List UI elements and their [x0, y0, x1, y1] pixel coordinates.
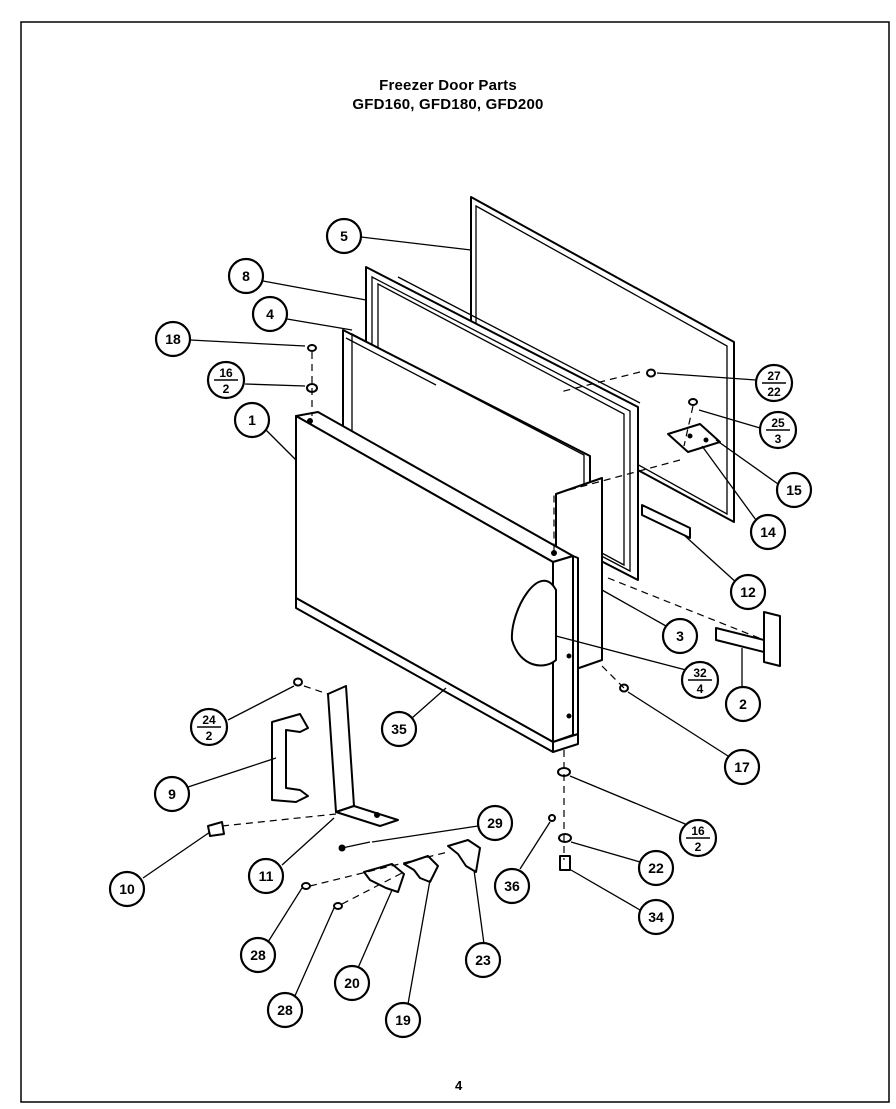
page-border [20, 21, 890, 1103]
svg-text:16: 16 [219, 366, 233, 380]
callout-16-2-top: 16 2 [206, 360, 246, 400]
svg-text:27: 27 [767, 369, 781, 383]
callout-34: 34 [637, 898, 675, 936]
callout-32-4: 32 4 [680, 660, 720, 700]
part-trim-35 [295, 597, 579, 753]
svg-text:2: 2 [739, 696, 747, 712]
leader-lines [142, 236, 779, 1005]
svg-text:1: 1 [248, 412, 256, 428]
svg-text:28: 28 [277, 1002, 293, 1018]
svg-text:17: 17 [734, 759, 750, 775]
svg-text:15: 15 [786, 482, 802, 498]
callout-23: 23 [464, 941, 502, 979]
svg-text:3: 3 [676, 628, 684, 644]
callout-5: 5 [325, 217, 363, 255]
callout-25-3: 25 3 [758, 410, 798, 450]
svg-text:4: 4 [266, 306, 274, 322]
fasteners [293, 344, 698, 910]
callout-11: 11 [247, 857, 285, 895]
svg-text:5: 5 [340, 228, 348, 244]
page-title: Freezer Door Parts GFD160, GFD180, GFD20… [0, 76, 896, 114]
callout-29: 29 [476, 804, 514, 842]
callout-20: 20 [333, 964, 371, 1002]
part-gasket-5 [470, 196, 735, 523]
part-handle-32 [510, 579, 557, 667]
svg-text:28: 28 [250, 947, 266, 963]
part-screw-29 [338, 841, 371, 852]
svg-text:29: 29 [487, 815, 503, 831]
callout-9: 9 [153, 775, 191, 813]
callout-15: 15 [775, 471, 813, 509]
svg-text:18: 18 [165, 331, 181, 347]
callout-27-22: 27 22 [754, 363, 794, 403]
part-bracket-12 [641, 504, 691, 539]
svg-text:2: 2 [206, 729, 213, 743]
callout-17: 17 [723, 748, 761, 786]
svg-text:24: 24 [202, 713, 216, 727]
svg-text:32: 32 [693, 666, 707, 680]
part-hinge-15 [667, 423, 721, 453]
svg-text:34: 34 [648, 909, 664, 925]
callout-28-b: 28 [266, 991, 304, 1029]
callout-35: 35 [380, 710, 418, 748]
callout-18: 18 [154, 320, 192, 358]
svg-text:35: 35 [391, 721, 407, 737]
svg-text:22: 22 [648, 860, 664, 876]
callout-28-a: 28 [239, 936, 277, 974]
svg-text:3: 3 [775, 432, 782, 446]
callout-12: 12 [729, 573, 767, 611]
svg-text:11: 11 [259, 868, 274, 884]
callout-8: 8 [227, 257, 265, 295]
callout-14: 14 [749, 513, 787, 551]
svg-text:16: 16 [691, 824, 705, 838]
part-bracket-9 [271, 713, 309, 803]
callout-2: 2 [724, 685, 762, 723]
svg-text:25: 25 [771, 416, 785, 430]
svg-text:14: 14 [760, 524, 776, 540]
part-cap-10 [207, 821, 225, 837]
page-number: 4 [455, 1078, 463, 1093]
callout-24-2: 24 2 [189, 707, 229, 747]
callout-22: 22 [637, 849, 675, 887]
svg-text:22: 22 [767, 385, 781, 399]
assembly-lines [221, 352, 765, 905]
part-door-panel-1 [295, 411, 579, 743]
svg-text:2: 2 [695, 840, 702, 854]
svg-text:4: 4 [697, 682, 704, 696]
svg-text:10: 10 [119, 881, 135, 897]
svg-text:23: 23 [475, 952, 491, 968]
svg-text:20: 20 [344, 975, 360, 991]
callout-4: 4 [251, 295, 289, 333]
callout-36: 36 [493, 867, 531, 905]
svg-text:36: 36 [504, 878, 520, 894]
callout-3: 3 [661, 617, 699, 655]
svg-text:8: 8 [242, 268, 250, 284]
callout-19: 19 [384, 1001, 422, 1039]
svg-text:12: 12 [740, 584, 756, 600]
svg-text:9: 9 [168, 786, 176, 802]
title-line-1: Freezer Door Parts [379, 77, 517, 94]
callout-16-2-bottom: 16 2 [678, 818, 718, 858]
callout-1: 1 [233, 401, 271, 439]
part-bracket-11 [327, 685, 399, 827]
part-hinge-2 [715, 611, 781, 667]
callout-10: 10 [108, 870, 146, 908]
title-line-2: GFD160, GFD180, GFD200 [352, 96, 544, 113]
part-brackets-19-20-23 [363, 839, 481, 893]
svg-text:2: 2 [223, 382, 230, 396]
svg-text:19: 19 [395, 1012, 411, 1028]
